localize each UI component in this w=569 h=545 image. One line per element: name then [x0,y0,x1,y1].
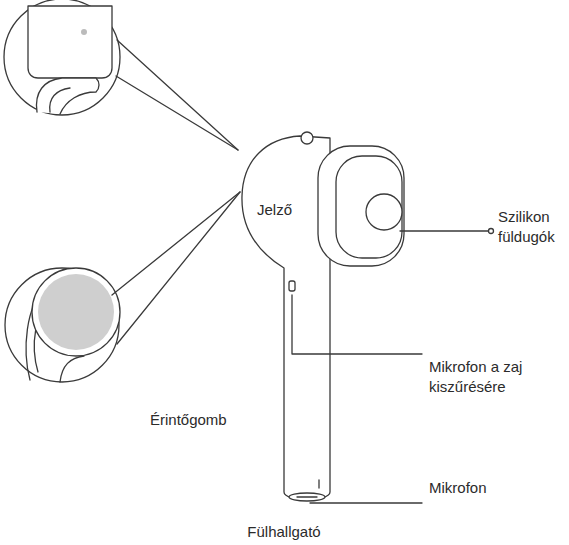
bottom-mic [289,493,325,501]
touch-zoom-neck [60,356,84,382]
ear-tip [318,146,404,266]
indicator-window [301,132,313,144]
ear-tip-nozzle [366,194,402,230]
part-label: Mikrofon [429,478,529,498]
leader-line [292,295,422,354]
ear-tip-zoom-inner [50,88,70,112]
earbud-body [242,136,330,500]
stem-mark [318,480,319,488]
part-label: Érintőgomb [150,410,250,430]
touch-zoom-rim [32,268,120,356]
leader-line [117,40,238,150]
part-label: Jelző [257,200,337,220]
leader-dot [489,229,494,234]
touch-button [38,274,114,350]
noise-mic [289,281,295,291]
indicator-zoom [4,0,120,115]
part-label: Szilikon füldugók [498,207,566,247]
leader-line [400,230,488,231]
leader-line [116,76,238,150]
leader-line [112,192,240,295]
leader-line [310,502,422,503]
touch-zoom [5,268,119,382]
ear-tip-inner [336,156,402,258]
bottom-mic-slot [297,496,317,497]
indicator-housing [28,6,112,78]
caption: Fülhallgató [184,522,384,542]
indicator-light [81,29,87,35]
part-label: Mikrofon a zaj kiszűrésére [429,357,554,397]
ear-tip-zoom [36,78,99,114]
leader-line [117,192,240,344]
